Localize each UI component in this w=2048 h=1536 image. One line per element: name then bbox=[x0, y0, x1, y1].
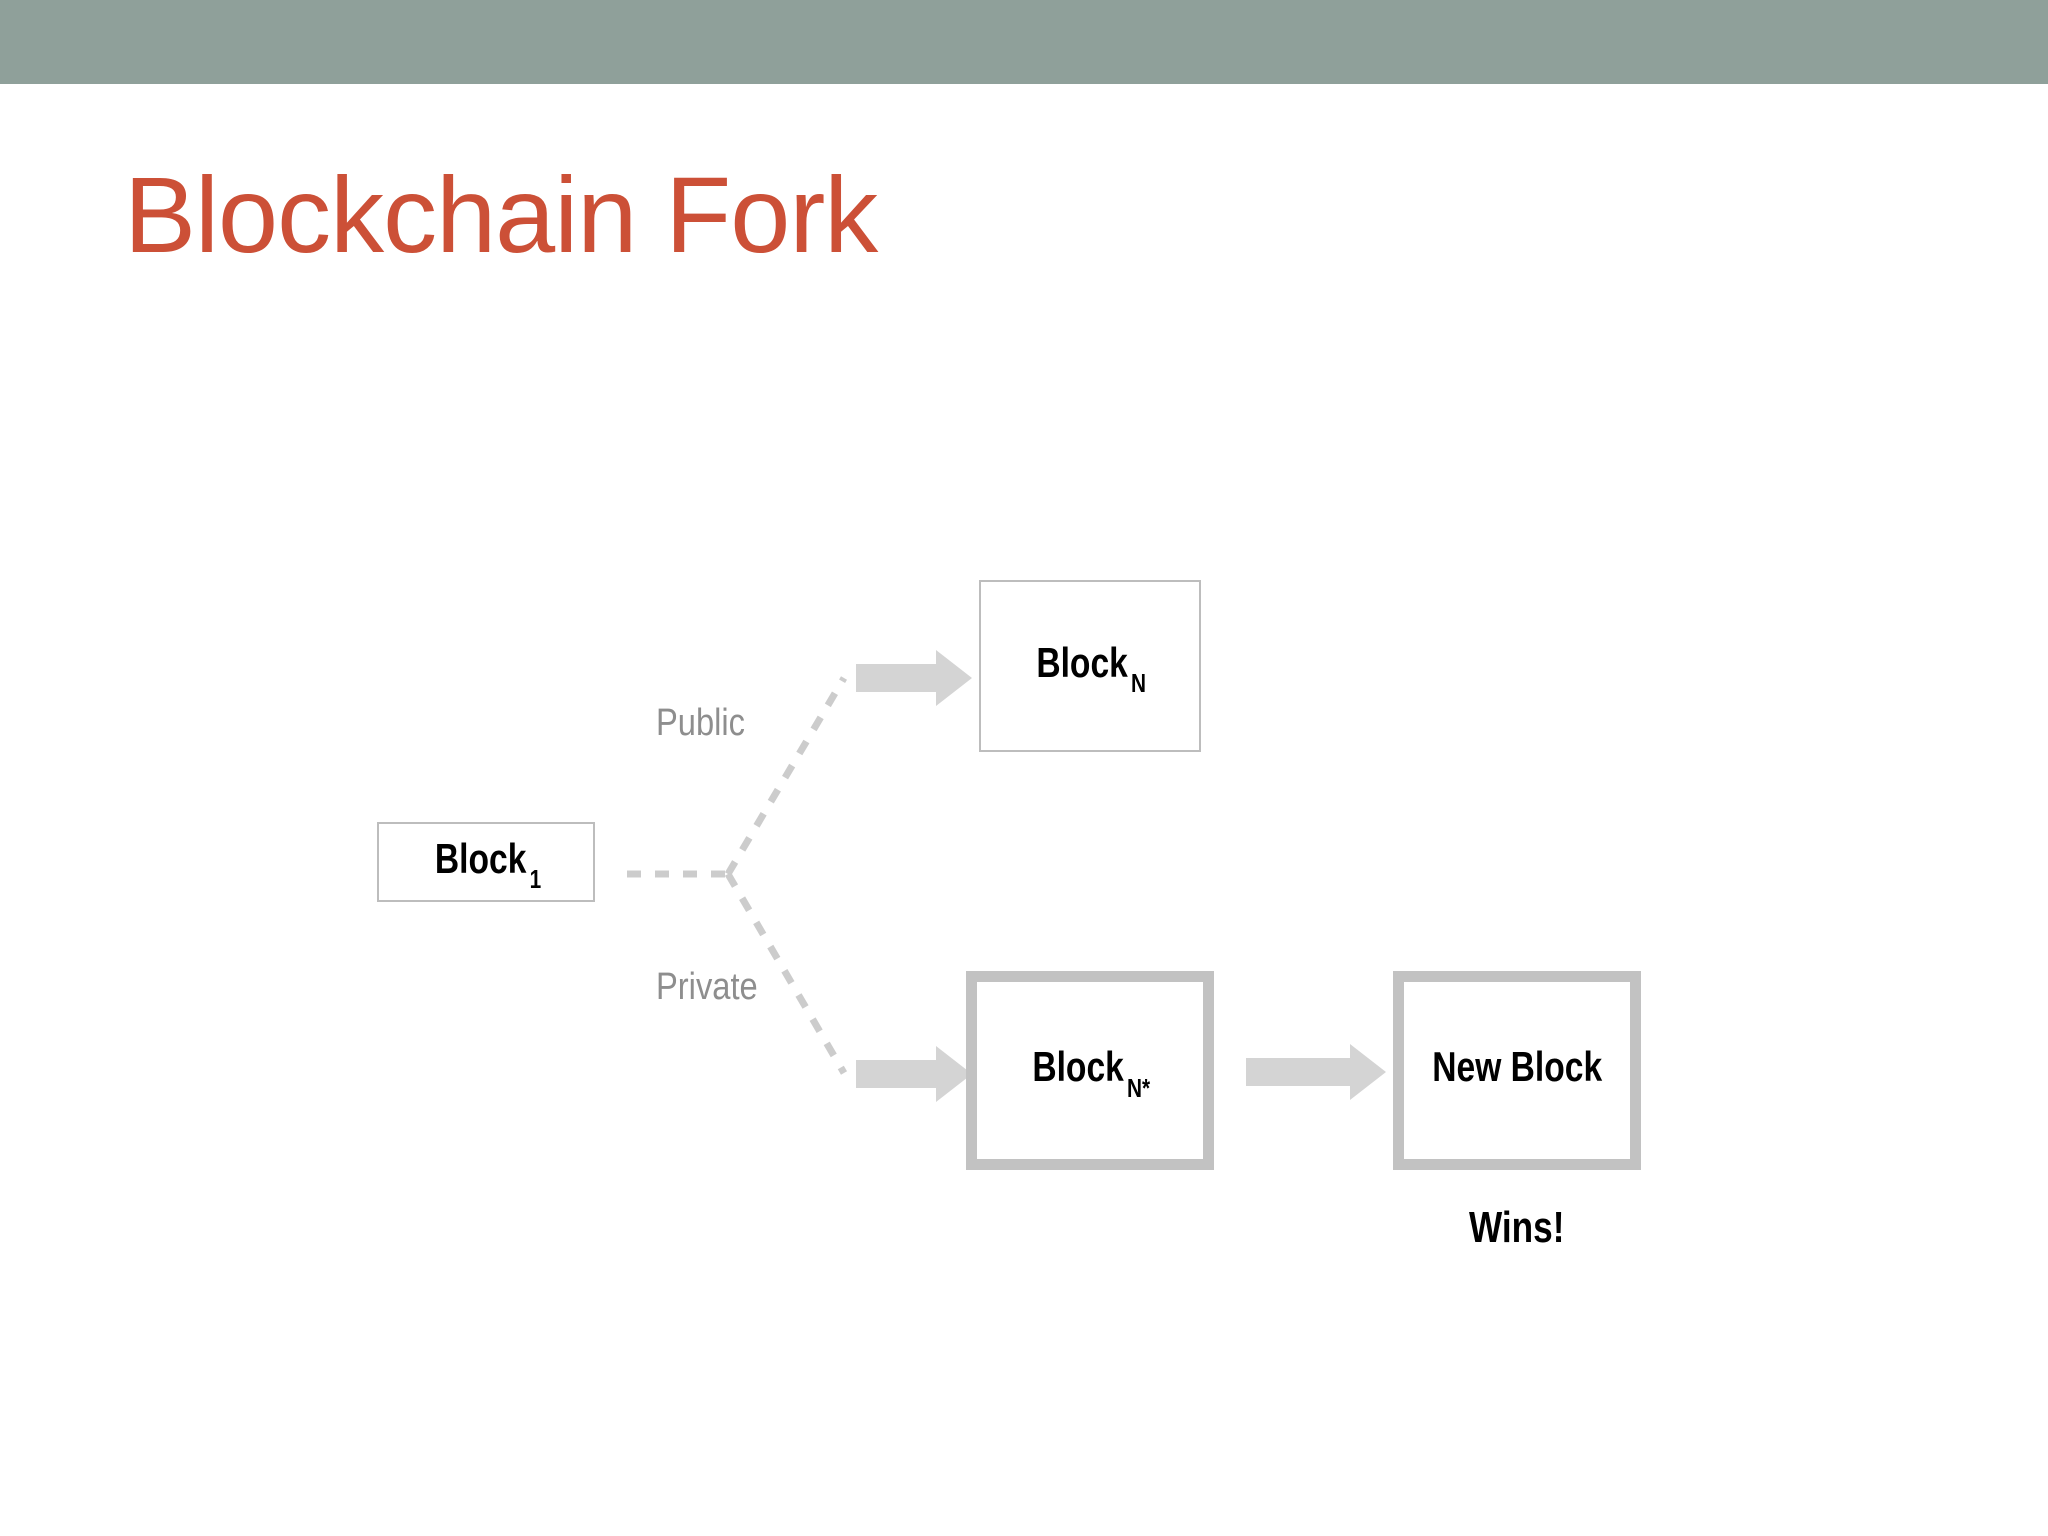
top-accent-band bbox=[0, 0, 2048, 84]
wins-caption-text: Wins! bbox=[1469, 1203, 1565, 1252]
node-block-n-subscript: N bbox=[1131, 668, 1147, 699]
arrow-public-to-block-n bbox=[856, 650, 972, 706]
arrow-private-to-block-n-star bbox=[856, 1046, 972, 1102]
node-block-n-star-subscript: N* bbox=[1127, 1072, 1151, 1103]
wins-caption: Wins! bbox=[1393, 1203, 1641, 1253]
connector-public-dotted bbox=[724, 676, 848, 876]
branch-label-public: Public bbox=[656, 702, 746, 744]
branch-label-private: Private bbox=[656, 966, 758, 1008]
page-title: Blockchain Fork bbox=[124, 154, 878, 275]
node-new-block-label: New Block bbox=[1432, 1043, 1602, 1091]
node-new-block[interactable]: New Block bbox=[1393, 971, 1641, 1170]
arrow-block-n-star-to-new-block bbox=[1246, 1044, 1386, 1100]
node-block-1-subscript: 1 bbox=[529, 864, 541, 895]
